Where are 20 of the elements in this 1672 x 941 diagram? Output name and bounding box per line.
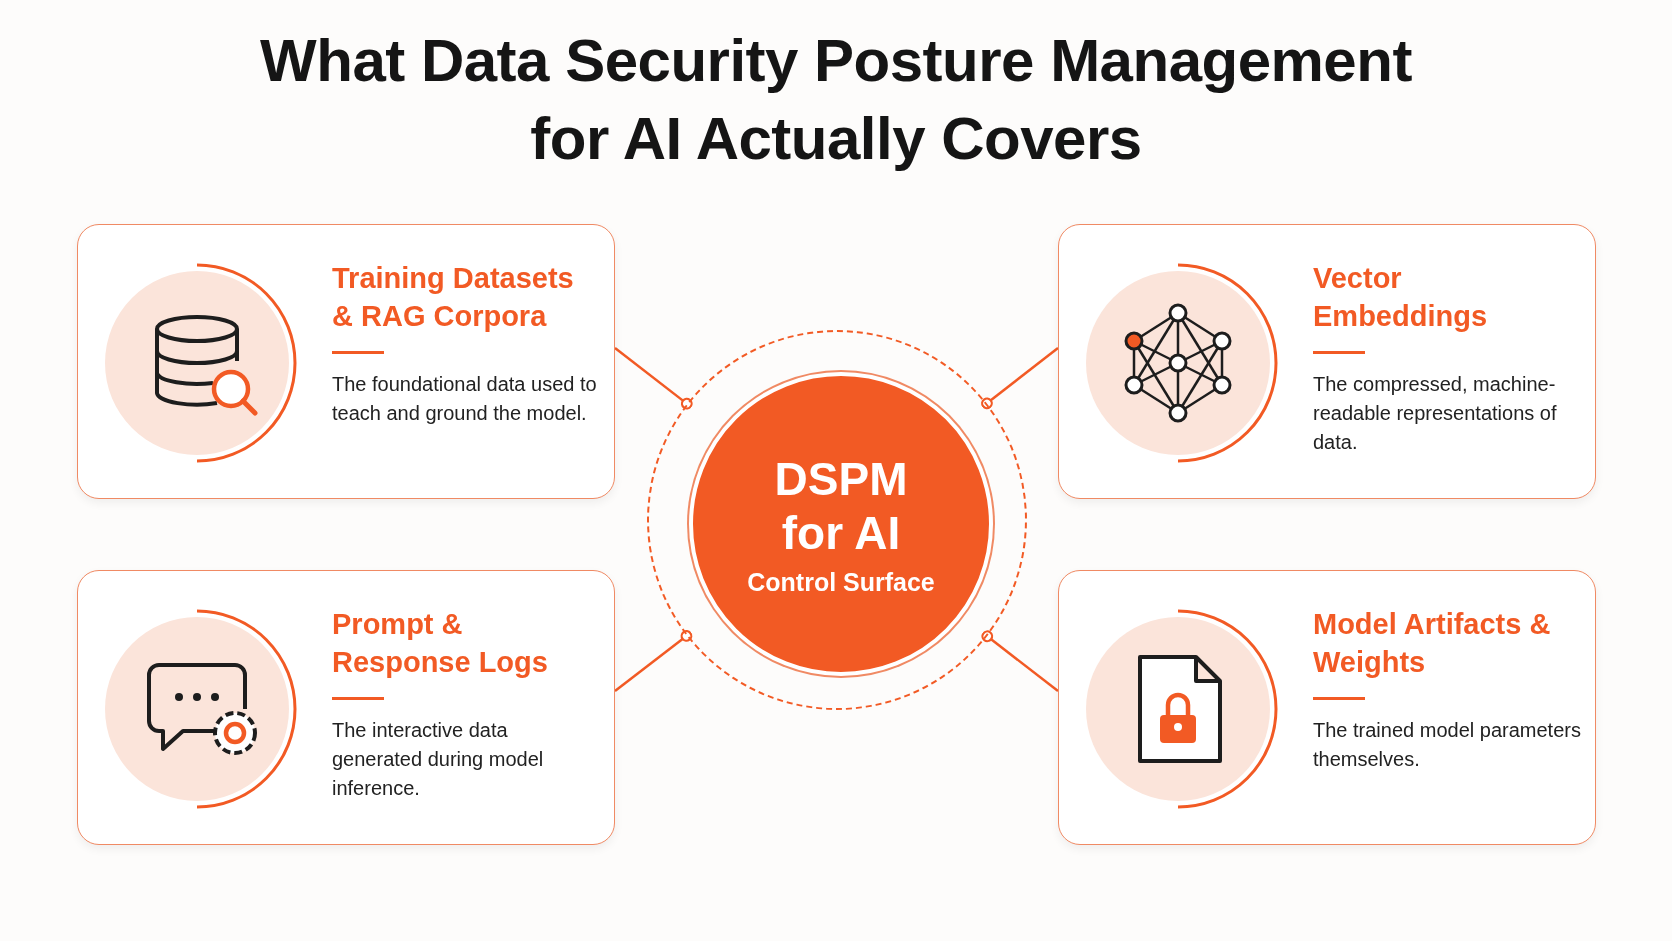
hub-subtitle: Control Surface — [747, 567, 935, 597]
connector-line — [981, 630, 1059, 692]
topic-card — [77, 224, 615, 499]
connector-line — [981, 347, 1059, 410]
hub-title: DSPM for AI — [773, 451, 909, 560]
card-description: The foundational data used to teach and ground the model. — [332, 372, 598, 426]
title: What Data Security Posture Management for AI Actually Covers — [259, 26, 1413, 174]
connector-line — [614, 630, 693, 692]
card-description: The trained model parameters themselves. — [1313, 718, 1581, 772]
topic-card — [1058, 570, 1596, 845]
card-heading: Prompt & Response Logs — [332, 607, 549, 680]
topic-card — [77, 570, 615, 845]
card-heading: Training Datasets & RAG Corpora — [332, 261, 575, 334]
card-description: The compressed, machine-readable representations of data. — [1313, 372, 1558, 455]
topic-card — [1058, 224, 1596, 499]
card-heading: Vector Embeddings — [1313, 261, 1488, 334]
connector-line — [614, 347, 693, 410]
card-heading: Model Artifacts & Weights — [1313, 607, 1552, 680]
card-description: The interactive data generated during model inference. — [332, 718, 545, 801]
hub-ring — [647, 330, 1027, 710]
